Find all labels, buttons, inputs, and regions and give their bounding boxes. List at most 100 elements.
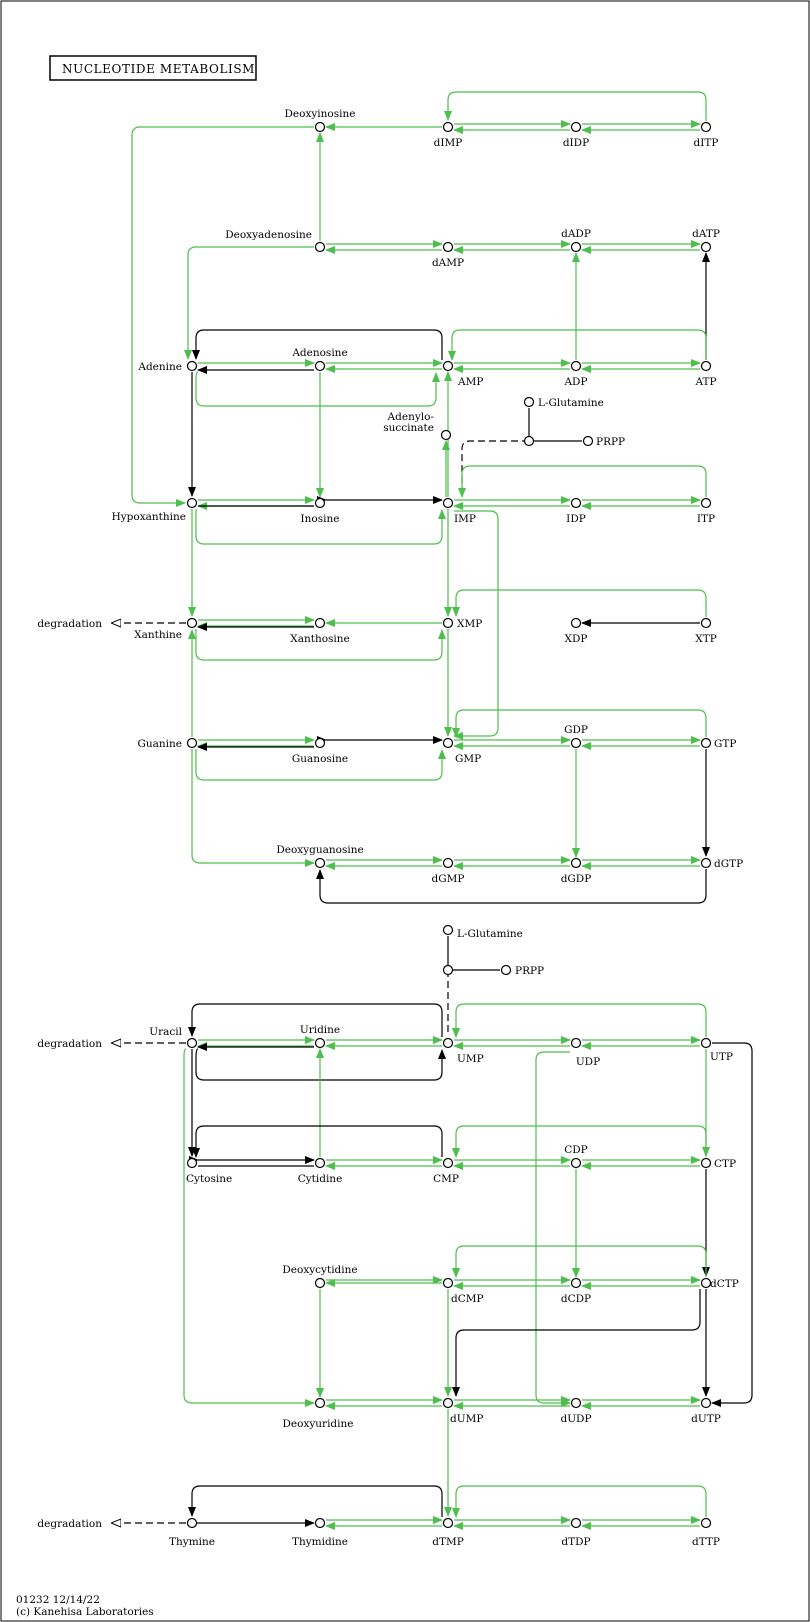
compound-node-ditp[interactable]: [700, 121, 712, 133]
compound-label-dump[interactable]: dUMP: [450, 1413, 483, 1425]
compound-node-thymidine[interactable]: [314, 1517, 326, 1529]
compound-node-dtmp[interactable]: [442, 1517, 454, 1529]
compound-node-didp[interactable]: [570, 121, 582, 133]
compound-node-imp[interactable]: [442, 497, 454, 509]
compound-node-xtp[interactable]: [700, 617, 712, 629]
compound-node-ctp[interactable]: [700, 1157, 712, 1169]
compound-node-deoxycytidine[interactable]: [314, 1277, 326, 1289]
compound-node-prpp2[interactable]: [500, 964, 512, 976]
compound-label-deoxyguanosine[interactable]: Deoxyguanosine: [276, 844, 363, 856]
compound-node-dadp[interactable]: [570, 241, 582, 253]
compound-node-dudp[interactable]: [570, 1397, 582, 1409]
compound-label-uridine[interactable]: Uridine: [300, 1024, 340, 1036]
compound-label-gtp[interactable]: GTP: [714, 738, 736, 750]
compound-label-hypoxanthine[interactable]: Hypoxanthine: [112, 511, 186, 523]
compound-label-dgtp[interactable]: dGTP: [714, 858, 743, 870]
compound-node-xdp[interactable]: [570, 617, 582, 629]
compound-node-dttp[interactable]: [700, 1517, 712, 1529]
compound-label-adenosine[interactable]: Adenosine: [291, 347, 347, 359]
compound-node-dcmp[interactable]: [442, 1277, 454, 1289]
compound-node-gmp[interactable]: [442, 737, 454, 749]
compound-label-amp[interactable]: AMP: [457, 376, 483, 388]
compound-label-cmp[interactable]: CMP: [433, 1173, 459, 1185]
compound-label-degradation2[interactable]: degradation: [37, 1038, 102, 1050]
compound-label-xdp[interactable]: XDP: [565, 633, 588, 645]
compound-label-adenine[interactable]: Adenine: [137, 361, 182, 373]
compound-label-dtdp[interactable]: dTDP: [561, 1536, 590, 1548]
compound-label-datp[interactable]: dATP: [692, 228, 720, 240]
compound-node-xanthosine[interactable]: [314, 617, 326, 629]
compound-node-dctp[interactable]: [700, 1277, 712, 1289]
compound-node-idp[interactable]: [570, 497, 582, 509]
compound-label-adp[interactable]: ADP: [563, 376, 587, 388]
compound-label-lglutamine1[interactable]: L-Glutamine: [538, 397, 604, 409]
compound-label-inosine[interactable]: Inosine: [301, 513, 340, 525]
compound-label-dutp[interactable]: dUTP: [691, 1413, 721, 1425]
compound-label-damp[interactable]: dAMP: [432, 257, 464, 269]
compound-node-itp[interactable]: [700, 497, 712, 509]
compound-node-utp[interactable]: [700, 1037, 712, 1049]
compound-node-deoxyinosine[interactable]: [314, 121, 326, 133]
compound-node-damp[interactable]: [442, 241, 454, 253]
compound-node-adenylosuccinate[interactable]: [440, 429, 452, 441]
compound-label-deoxyadenosine[interactable]: Deoxyadenosine: [225, 229, 312, 241]
compound-node-guanosine[interactable]: [314, 737, 326, 749]
compound-label-gdp[interactable]: GDP: [564, 724, 588, 736]
compound-node-lglutamine2[interactable]: [442, 924, 454, 936]
compound-label-cdp[interactable]: CDP: [564, 1144, 588, 1156]
compound-label-degradation1[interactable]: degradation: [37, 618, 102, 630]
compound-label-cytosine[interactable]: Cytosine: [186, 1173, 232, 1185]
compound-label-atp[interactable]: ATP: [694, 376, 716, 388]
compound-label-deoxyuridine[interactable]: Deoxyuridine: [282, 1418, 353, 1430]
compound-node-cdp[interactable]: [570, 1157, 582, 1169]
compound-label-adenylosuccinate[interactable]: Adenylo-succinate: [383, 411, 434, 434]
compound-label-guanine[interactable]: Guanine: [137, 738, 182, 750]
compound-label-xtp[interactable]: XTP: [695, 633, 717, 645]
compound-node-deoxyuridine[interactable]: [314, 1397, 326, 1409]
compound-node-gtp[interactable]: [700, 737, 712, 749]
compound-node-dimp[interactable]: [442, 121, 454, 133]
compound-label-deoxycytidine[interactable]: Deoxycytidine: [282, 1264, 357, 1276]
compound-node-cytosine[interactable]: [186, 1157, 198, 1169]
compound-node-uridine[interactable]: [314, 1037, 326, 1049]
compound-node-udp[interactable]: [570, 1037, 582, 1049]
compound-node-amp[interactable]: [442, 360, 454, 372]
compound-node-dutp[interactable]: [700, 1397, 712, 1409]
compound-label-itp[interactable]: ITP: [697, 513, 715, 525]
compound-node-cytidine[interactable]: [314, 1157, 326, 1169]
compound-label-dimp[interactable]: dIMP: [434, 137, 463, 149]
compound-label-didp[interactable]: dIDP: [563, 137, 589, 149]
compound-label-xanthosine[interactable]: Xanthosine: [290, 633, 350, 645]
compound-node-prpp1[interactable]: [582, 435, 594, 447]
compound-node-thymine[interactable]: [186, 1517, 198, 1529]
compound-node-dgmp[interactable]: [442, 857, 454, 869]
compound-label-deoxyinosine[interactable]: Deoxyinosine: [285, 108, 356, 120]
compound-label-thymine[interactable]: Thymine: [169, 1536, 215, 1548]
compound-node-dtdp[interactable]: [570, 1517, 582, 1529]
compound-label-dctp[interactable]: dCTP: [710, 1278, 739, 1290]
compound-label-idp[interactable]: IDP: [566, 513, 586, 525]
compound-label-ctp[interactable]: CTP: [714, 1158, 736, 1170]
compound-node-adenosine[interactable]: [314, 360, 326, 372]
compound-label-gmp[interactable]: GMP: [455, 753, 481, 765]
compound-node-adenine[interactable]: [186, 360, 198, 372]
compound-node-dcdp[interactable]: [570, 1277, 582, 1289]
compound-node-adp[interactable]: [570, 360, 582, 372]
compound-label-prpp1[interactable]: PRPP: [596, 436, 625, 448]
compound-node-atp[interactable]: [700, 360, 712, 372]
compound-label-degradation3[interactable]: degradation: [37, 1518, 102, 1530]
compound-label-cytidine[interactable]: Cytidine: [298, 1173, 343, 1185]
compound-label-utp[interactable]: UTP: [710, 1051, 733, 1063]
compound-label-dttp[interactable]: dTTP: [692, 1536, 720, 1548]
compound-label-lglutamine2[interactable]: L-Glutamine: [457, 928, 523, 940]
compound-node-dgtp[interactable]: [700, 857, 712, 869]
compound-node-xanthine[interactable]: [186, 617, 198, 629]
compound-label-guanosine[interactable]: Guanosine: [292, 753, 348, 765]
compound-node-inosine[interactable]: [314, 497, 326, 509]
compound-label-dgdp[interactable]: dGDP: [561, 873, 592, 885]
compound-label-dudp[interactable]: dUDP: [560, 1413, 591, 1425]
compound-label-dgmp[interactable]: dGMP: [432, 873, 465, 885]
compound-label-prpp2[interactable]: PRPP: [515, 965, 544, 977]
compound-label-ditp[interactable]: dITP: [694, 137, 719, 149]
compound-node-cmp[interactable]: [442, 1157, 454, 1169]
